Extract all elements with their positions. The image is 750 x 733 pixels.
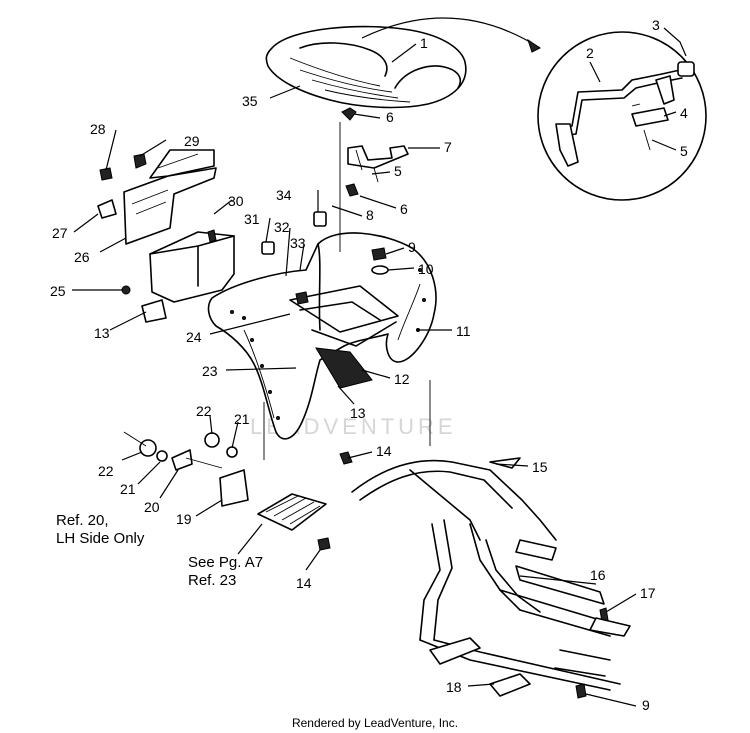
callout-13-panel: 13 xyxy=(94,325,110,341)
callout-21-right: 21 xyxy=(234,411,250,427)
storage-box-part xyxy=(121,229,275,323)
callout-5-inset: 5 xyxy=(680,143,688,159)
see-pg-line1: See Pg. A7 xyxy=(188,554,264,571)
callout-20: 20 xyxy=(144,499,160,515)
frame-part xyxy=(351,457,631,697)
side-panel-part xyxy=(97,149,217,245)
callout-12: 12 xyxy=(394,371,410,387)
callout-5: 5 xyxy=(394,163,402,179)
callout-33: 33 xyxy=(290,235,306,251)
callout-8: 8 xyxy=(366,207,374,223)
guide-lines xyxy=(185,122,431,469)
callout-29: 29 xyxy=(184,133,200,149)
ref20-line2: LH Side Only xyxy=(56,530,145,547)
callout-9-frame: 9 xyxy=(642,697,650,713)
see-pg-line2: Ref. 23 xyxy=(188,572,237,589)
callout-4: 4 xyxy=(680,105,688,121)
footrest-part xyxy=(123,431,327,531)
seat-latch-inset xyxy=(361,17,707,201)
callout-26: 26 xyxy=(74,249,90,265)
callout-35: 35 xyxy=(242,93,258,109)
callout-6-upper: 6 xyxy=(386,109,394,125)
callout-1: 1 xyxy=(420,35,428,51)
callout-24: 24 xyxy=(186,329,202,345)
callout-25: 25 xyxy=(50,283,66,299)
see-page-note: See Pg. A7 Ref. 23 xyxy=(188,554,263,590)
seat-part xyxy=(265,25,467,109)
callout-17: 17 xyxy=(640,585,656,601)
callout-labels: 1 2 3 4 5 5 6 6 7 8 9 9 10 11 12 13 13 1… xyxy=(50,17,688,713)
bolt-part xyxy=(317,247,609,699)
callout-11: 11 xyxy=(456,323,471,339)
callout-9-fender: 9 xyxy=(408,239,416,255)
leader-lines xyxy=(72,27,687,707)
seat-bracket-part xyxy=(341,107,409,197)
callout-14-footrest: 14 xyxy=(296,575,312,591)
footer-credit: Rendered by LeadVenture, Inc. xyxy=(291,716,459,730)
callout-31: 31 xyxy=(244,211,260,227)
callout-6-lower: 6 xyxy=(400,201,408,217)
ref20-line1: Ref. 20, xyxy=(56,512,109,529)
callout-13-fender: 13 xyxy=(350,405,366,421)
callout-19: 19 xyxy=(176,511,192,527)
callout-14-fender: 14 xyxy=(376,443,392,459)
callout-34: 34 xyxy=(276,187,292,203)
callout-27: 27 xyxy=(52,225,68,241)
callout-3: 3 xyxy=(652,17,660,33)
callout-21-left: 21 xyxy=(120,481,136,497)
callout-15: 15 xyxy=(532,459,548,475)
callout-30: 30 xyxy=(228,193,244,209)
callout-28: 28 xyxy=(90,121,106,137)
callout-16: 16 xyxy=(590,567,606,583)
rear-fender-part xyxy=(207,211,437,440)
ref20-note: Ref. 20, LH Side Only xyxy=(56,512,144,548)
callout-22-left: 22 xyxy=(98,463,114,479)
callout-2: 2 xyxy=(586,45,594,61)
callout-23: 23 xyxy=(202,363,218,379)
callout-18: 18 xyxy=(446,679,462,695)
callout-7: 7 xyxy=(444,139,452,155)
callout-10: 10 xyxy=(418,261,434,277)
callout-32: 32 xyxy=(274,219,290,235)
callout-22-right: 22 xyxy=(196,403,212,419)
